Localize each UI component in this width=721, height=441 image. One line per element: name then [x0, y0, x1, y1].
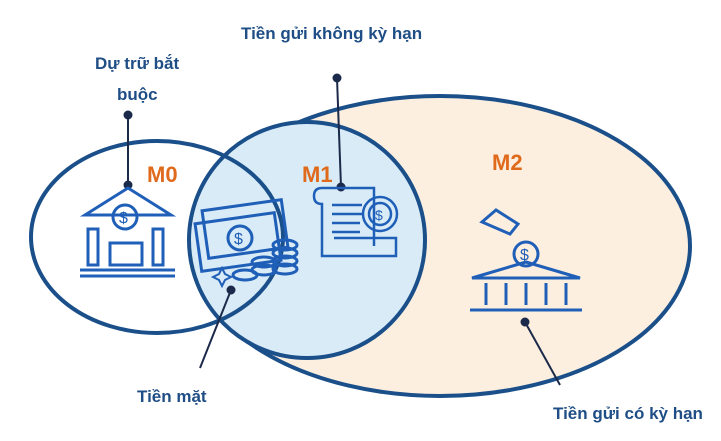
required-reserves-label-line2: buộc — [117, 85, 158, 104]
m1-label: M1 — [302, 162, 333, 187]
leader-lines — [123, 73, 561, 386]
document-coin-icon: $ — [312, 186, 399, 258]
cash-label: Tiền mặt — [137, 387, 207, 406]
m0-label: M0 — [147, 162, 178, 187]
time-deposits-label: Tiền gửi có kỳ hạn — [553, 404, 703, 423]
m0-ellipse — [29, 139, 285, 335]
m2-label: M2 — [492, 150, 523, 175]
m1-circle — [187, 120, 427, 360]
svg-text:$: $ — [234, 231, 243, 248]
cash-coins-icon: $ — [193, 197, 299, 289]
deposit-bank-icon: $ — [470, 208, 582, 312]
svg-text:$: $ — [375, 207, 383, 223]
svg-text:$: $ — [119, 210, 128, 227]
required-reserves-label-line1: Dự trữ bắt — [95, 54, 180, 73]
demand-deposits-label: Tiền gửi không kỳ hạn — [241, 24, 423, 43]
svg-text:$: $ — [520, 247, 529, 264]
bank-dollar-icon: $ — [79, 186, 177, 278]
